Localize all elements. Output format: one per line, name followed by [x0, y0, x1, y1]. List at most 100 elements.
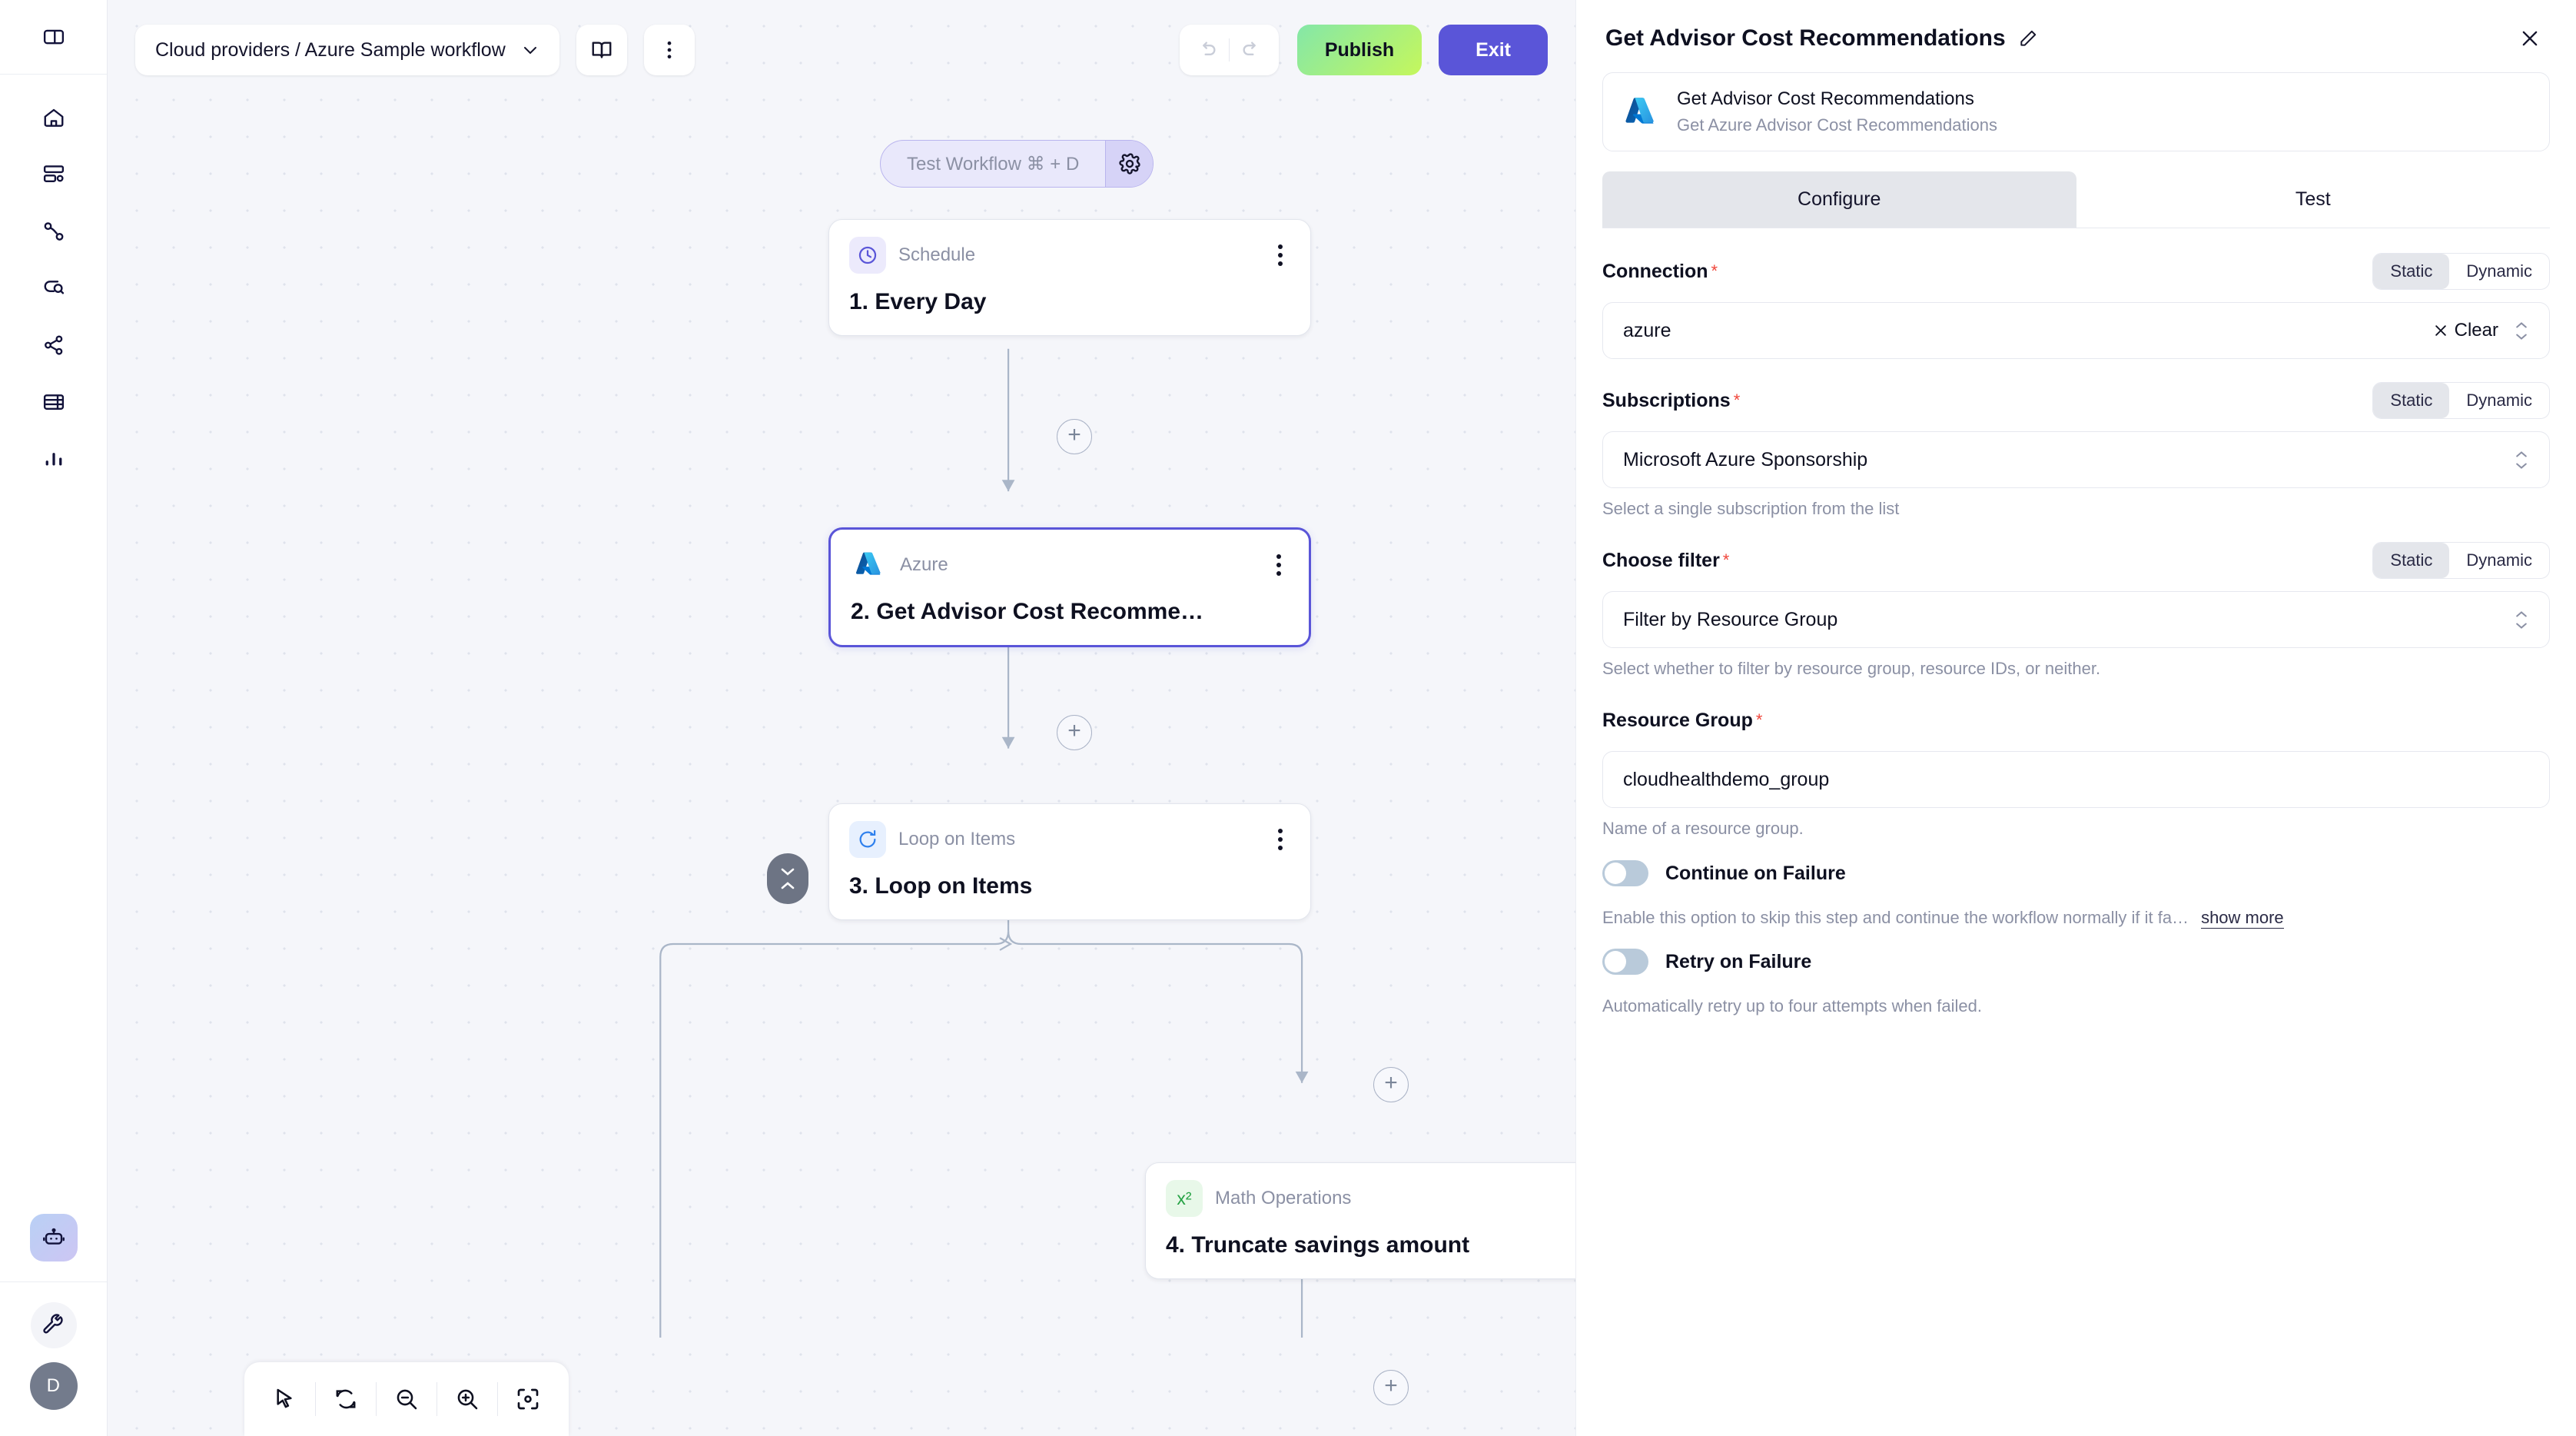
segment-static[interactable]: Static	[2373, 383, 2450, 418]
field-hint: Name of a resource group.	[1602, 819, 1804, 838]
collapse-toggle-icon[interactable]	[767, 853, 808, 904]
zoom-out-icon[interactable]	[377, 1375, 437, 1423]
field-hint: Select a single subscription from the li…	[1602, 499, 1900, 518]
exit-button[interactable]: Exit	[1439, 25, 1548, 75]
required-marker: *	[1733, 391, 1741, 410]
close-icon[interactable]	[2513, 22, 2547, 55]
node-type-label: Loop on Items	[898, 829, 1016, 849]
test-workflow-label: Test Workflow ⌘ + D	[907, 153, 1080, 175]
redo-icon[interactable]	[1230, 31, 1273, 69]
chart-icon[interactable]	[34, 439, 74, 479]
static-dynamic-toggle[interactable]: Static Dynamic	[2372, 253, 2550, 290]
toggle-hint: Automatically retry up to four attempts …	[1602, 996, 1983, 1016]
choose-filter-value: Filter by Resource Group	[1623, 608, 1838, 630]
resource-group-input[interactable]: cloudhealthdemo_group	[1602, 751, 2550, 808]
tab-test[interactable]: Test	[2295, 188, 2331, 210]
reset-icon[interactable]	[316, 1375, 376, 1423]
node-menu-icon[interactable]	[1270, 824, 1290, 855]
continue-on-failure-toggle[interactable]	[1602, 860, 1648, 886]
undo-icon[interactable]	[1186, 31, 1229, 69]
field-subscriptions: Subscriptions * Static Dynamic Microsoft…	[1602, 381, 2550, 519]
cursor-icon[interactable]	[255, 1375, 315, 1423]
workflow-node-schedule[interactable]: Schedule 1. Every Day	[828, 219, 1311, 336]
share-icon[interactable]	[34, 325, 74, 365]
field-choose-filter: Choose filter * Static Dynamic Filter by…	[1602, 540, 2550, 679]
static-dynamic-toggle[interactable]: Static Dynamic	[2372, 382, 2550, 419]
robot-icon[interactable]	[29, 1214, 78, 1261]
node-type-label: Schedule	[898, 244, 976, 265]
node-header: Loop on Items	[849, 821, 1290, 858]
field-label: Choose filter	[1602, 549, 1720, 571]
pencil-icon[interactable]	[2018, 28, 2038, 48]
toggle-hint: Enable this option to skip this step and…	[1602, 908, 2189, 927]
panel-tabs: Configure Test	[1602, 171, 2550, 228]
book-icon[interactable]	[576, 25, 627, 75]
chevron-up-down-icon[interactable]	[2514, 450, 2529, 470]
avatar[interactable]: D	[29, 1362, 78, 1410]
segment-dynamic[interactable]: Dynamic	[2466, 261, 2532, 281]
azure-logo	[851, 547, 888, 583]
node-header: Schedule	[849, 237, 1290, 274]
node-card-subtitle: Get Azure Advisor Cost Recommendations	[1677, 115, 1997, 135]
field-resource-group: Resource Group * cloudhealthdemo_group N…	[1602, 700, 2550, 839]
retry-on-failure-group: Retry on Failure Automatically retry up …	[1602, 949, 2550, 1016]
field-label: Subscriptions	[1602, 389, 1731, 411]
selected-node-card: Get Advisor Cost Recommendations Get Azu…	[1602, 72, 2550, 151]
segment-dynamic[interactable]: Dynamic	[2466, 550, 2532, 570]
node-header: Azure	[851, 547, 1289, 583]
kebab-menu-icon[interactable]	[643, 25, 695, 75]
resource-group-value: cloudhealthdemo_group	[1623, 768, 1830, 790]
add-step-button[interactable]	[1057, 419, 1092, 454]
breadcrumb-dropdown[interactable]: Cloud providers / Azure Sample workflow	[135, 25, 559, 75]
panel-title: Get Advisor Cost Recommendations	[1605, 25, 2006, 51]
node-title: 2. Get Advisor Cost Recomme…	[851, 599, 1204, 624]
node-menu-icon[interactable]	[1270, 240, 1290, 271]
divider	[1228, 38, 1230, 61]
workflow-canvas[interactable]: Cloud providers / Azure Sample workflow	[108, 0, 1575, 1436]
chevron-down-icon	[523, 47, 536, 55]
dashboard-icon[interactable]	[34, 155, 74, 194]
zoom-in-icon[interactable]	[437, 1375, 497, 1423]
node-title: 4. Truncate savings amount	[1166, 1232, 1470, 1258]
workflow-edges	[659, 348, 1309, 1338]
field-connection: Connection * Static Dynamic azure Clear	[1602, 251, 2550, 359]
segment-static[interactable]: Static	[2373, 543, 2450, 578]
panel-toggle-icon[interactable]	[34, 17, 74, 57]
workflow-node-math[interactable]: x² Math Operations 4. Truncate savings a…	[1145, 1162, 1575, 1279]
chevron-up-down-icon[interactable]	[2514, 610, 2529, 630]
node-title: 3. Loop on Items	[849, 873, 1033, 899]
clear-button[interactable]: Clear	[2433, 320, 2498, 341]
rail-footer: D	[0, 1281, 107, 1436]
search-logs-icon[interactable]	[34, 268, 74, 308]
home-icon[interactable]	[34, 98, 74, 138]
add-step-button[interactable]	[1057, 715, 1092, 750]
node-card-text: Get Advisor Cost Recommendations Get Azu…	[1677, 88, 1997, 135]
add-step-button[interactable]	[1373, 1370, 1409, 1405]
show-more-link[interactable]: show more	[2201, 908, 2284, 929]
connections-icon[interactable]	[34, 211, 74, 251]
tab-configure[interactable]: Configure	[1602, 171, 2076, 228]
publish-button[interactable]: Publish	[1296, 25, 1422, 75]
segment-dynamic[interactable]: Dynamic	[2466, 391, 2532, 410]
segment-static[interactable]: Static	[2373, 254, 2450, 289]
add-step-button[interactable]	[1373, 1067, 1409, 1102]
rail-bot-section	[0, 1214, 107, 1281]
workflow-node-azure[interactable]: Azure 2. Get Advisor Cost Recomme…	[828, 527, 1311, 647]
wrench-icon[interactable]	[30, 1302, 77, 1348]
choose-filter-select[interactable]: Filter by Resource Group	[1602, 591, 2550, 648]
subscriptions-value: Microsoft Azure Sponsorship	[1623, 448, 1868, 470]
chevron-up-down-icon[interactable]	[2514, 321, 2529, 341]
field-label: Resource Group	[1602, 709, 1753, 731]
table-icon[interactable]	[34, 382, 74, 422]
node-menu-icon[interactable]	[1269, 550, 1289, 580]
subscriptions-select[interactable]: Microsoft Azure Sponsorship	[1602, 431, 2550, 488]
gear-icon[interactable]	[1105, 141, 1154, 187]
panel-header: Get Advisor Cost Recommendations	[1602, 0, 2550, 72]
retry-on-failure-toggle[interactable]	[1602, 949, 1648, 975]
static-dynamic-toggle[interactable]: Static Dynamic	[2372, 542, 2550, 579]
workflow-node-loop[interactable]: Loop on Items 3. Loop on Items	[828, 803, 1311, 920]
node-header: x² Math Operations	[1166, 1180, 1575, 1217]
test-workflow-pill[interactable]: Test Workflow ⌘ + D	[880, 140, 1154, 188]
connection-input[interactable]: azure Clear	[1602, 302, 2550, 359]
fit-view-icon[interactable]	[498, 1375, 558, 1423]
